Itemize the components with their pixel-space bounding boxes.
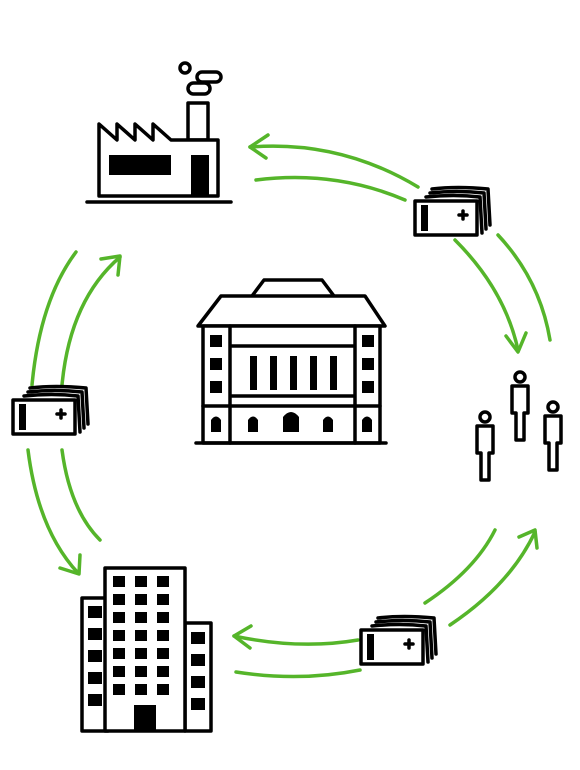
person-icon bbox=[510, 370, 530, 442]
arrow-people-to-office bbox=[232, 634, 360, 646]
window bbox=[157, 612, 169, 623]
arrow-office-return bbox=[234, 668, 362, 679]
arrow-office-return-left bbox=[60, 448, 102, 542]
window bbox=[113, 612, 125, 623]
arrow-office-to-people bbox=[448, 530, 537, 627]
arrow-people-return-lower bbox=[423, 528, 497, 605]
window bbox=[135, 630, 147, 641]
money-stack-icon bbox=[413, 185, 492, 237]
bank-building-icon bbox=[194, 278, 388, 445]
person-icon bbox=[475, 410, 495, 482]
arrow-factory-to-office bbox=[26, 448, 80, 575]
window bbox=[157, 594, 169, 605]
window bbox=[113, 648, 125, 659]
arrow-people-return-right bbox=[496, 233, 552, 342]
arrow-factory-to-people-return bbox=[254, 175, 407, 202]
window bbox=[157, 684, 169, 695]
arrow-head-people-to-office bbox=[232, 624, 253, 650]
arrow-factory-to-people bbox=[453, 238, 520, 352]
people-icon bbox=[475, 370, 563, 482]
money-stack-icon bbox=[359, 614, 438, 666]
person-icon bbox=[543, 400, 563, 472]
window bbox=[88, 628, 102, 640]
window bbox=[135, 576, 147, 587]
window bbox=[88, 606, 102, 618]
window bbox=[113, 576, 125, 587]
factory-icon bbox=[85, 61, 233, 204]
window bbox=[191, 654, 205, 666]
window bbox=[135, 684, 147, 695]
window bbox=[157, 648, 169, 659]
window bbox=[113, 684, 125, 695]
arrow-people-to-factory bbox=[248, 144, 420, 189]
window bbox=[113, 630, 125, 641]
window bbox=[135, 612, 147, 623]
arrow-office-to-factory bbox=[60, 255, 122, 387]
window bbox=[113, 594, 125, 605]
window bbox=[88, 694, 102, 706]
arrow-head-people-to-factory bbox=[248, 133, 270, 160]
arrow-head-office-to-factory bbox=[99, 254, 122, 277]
arrow-head-factory-to-people bbox=[504, 331, 528, 354]
window bbox=[135, 648, 147, 659]
window bbox=[113, 666, 125, 677]
window bbox=[135, 666, 147, 677]
arrow-head-factory-to-office bbox=[58, 553, 82, 576]
office-building-icon bbox=[80, 566, 213, 733]
window bbox=[88, 650, 102, 662]
arrow-head-office-to-people bbox=[517, 528, 539, 550]
money-stack-icon bbox=[11, 384, 90, 436]
window bbox=[135, 594, 147, 605]
flow-arrows bbox=[26, 133, 552, 679]
window bbox=[157, 666, 169, 677]
window bbox=[191, 632, 205, 644]
arrow-factory-return-left bbox=[30, 250, 78, 387]
window bbox=[191, 676, 205, 688]
window bbox=[191, 698, 205, 710]
window bbox=[157, 630, 169, 641]
window bbox=[88, 672, 102, 684]
window bbox=[157, 576, 169, 587]
